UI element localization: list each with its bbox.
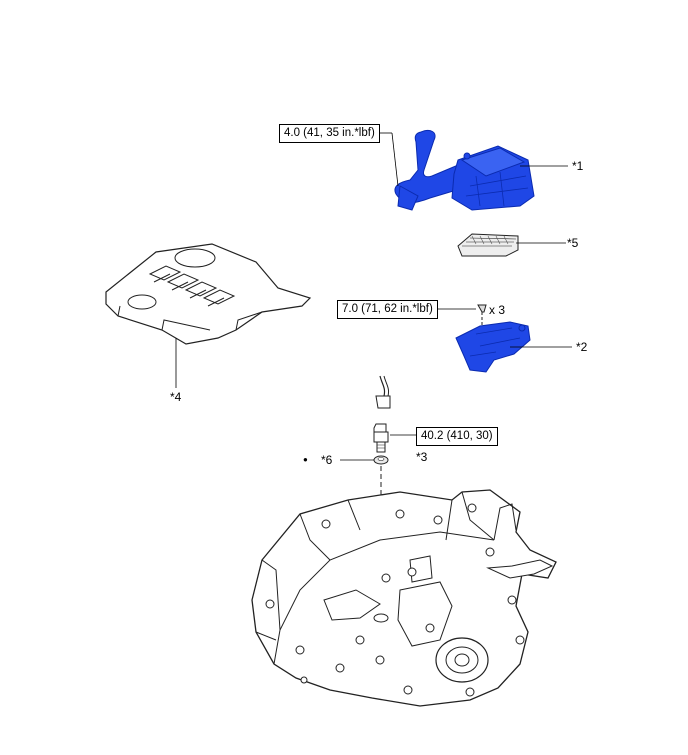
callout-4: *4 — [170, 390, 182, 404]
callout-1: *1 — [572, 159, 584, 173]
torque-label-air-cleaner-cap: 4.0 (41, 35 in.*lbf) — [279, 124, 380, 143]
callout-5: *5 — [567, 236, 579, 250]
callout-2: *2 — [576, 340, 588, 354]
callout-6: *6 — [321, 453, 333, 467]
air-cleaner-cap-assembly — [394, 129, 535, 211]
transaxle-assembly — [251, 489, 557, 707]
speed-sensor — [373, 375, 391, 453]
leader-lines — [175, 132, 572, 461]
air-cleaner-bracket — [455, 304, 531, 373]
callout-3: *3 — [416, 450, 428, 464]
torque-label-sensor: 40.2 (410, 30) — [416, 427, 498, 446]
bolt-quantity-label: x 3 — [489, 303, 506, 317]
torque-label-air-cleaner-bracket: 7.0 (71, 62 in.*lbf) — [337, 300, 438, 319]
engine-cover — [105, 243, 312, 345]
air-filter-element — [457, 233, 519, 257]
non-reusable-bullet: ● — [303, 455, 308, 464]
o-ring — [373, 455, 389, 465]
